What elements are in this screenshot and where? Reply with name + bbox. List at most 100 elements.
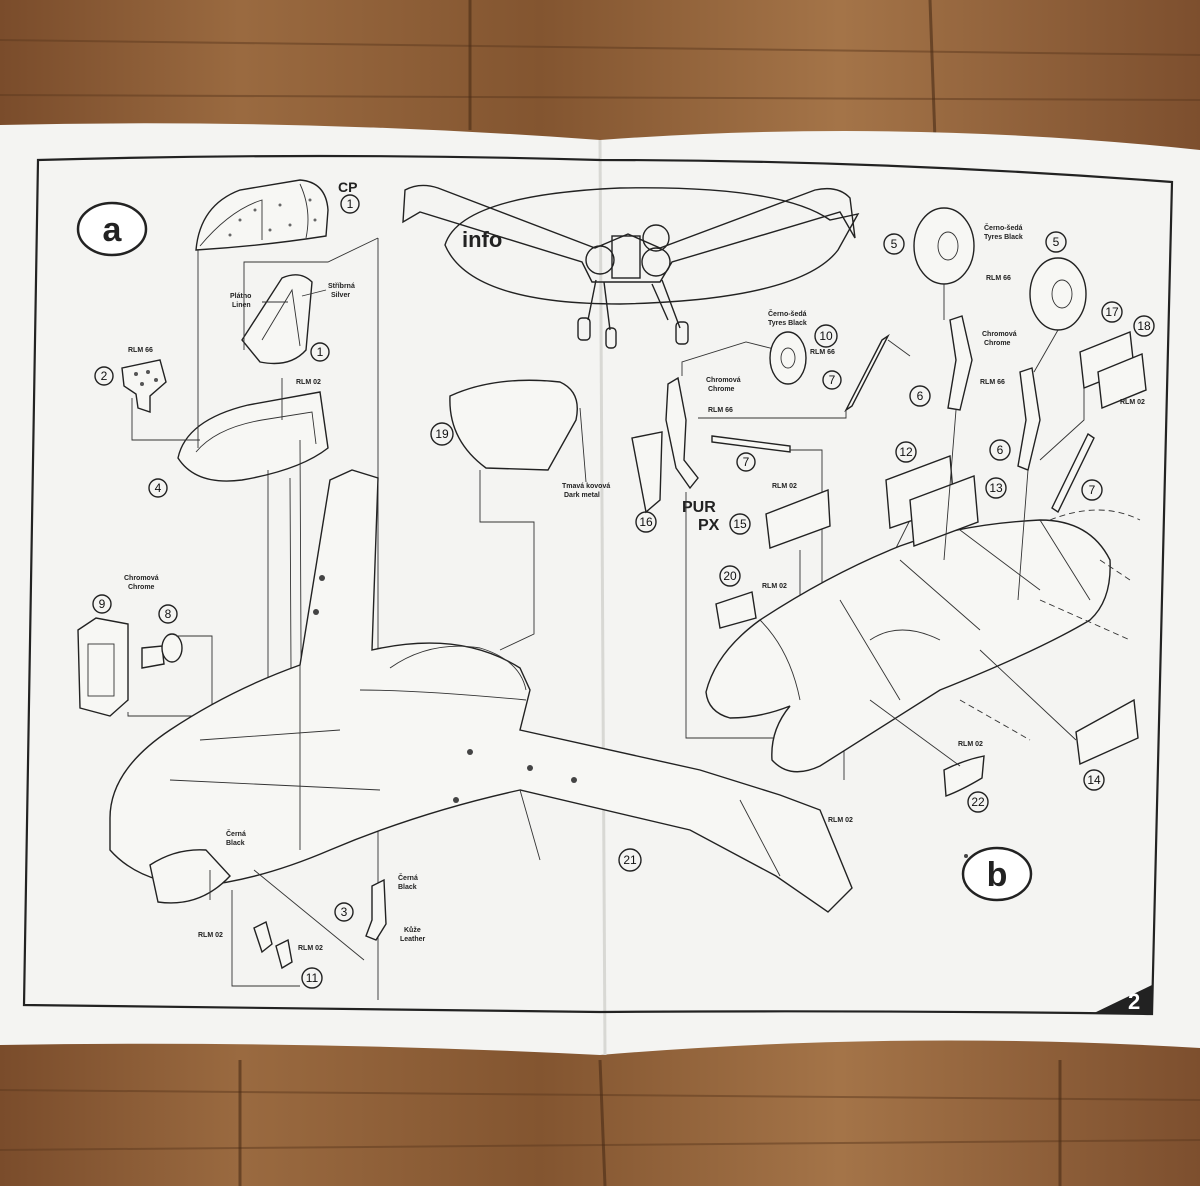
part-7-strut-top <box>844 333 890 413</box>
part-cp-canopy <box>195 179 329 251</box>
label-chromova-c: Chromová <box>982 331 1017 338</box>
label-chromova-b: Chromová <box>706 377 741 384</box>
step-a-label: a <box>103 211 123 249</box>
page-number: 2 <box>1128 989 1140 1014</box>
label-tmava: Tmavá kovová <box>562 483 610 490</box>
part-1-seat <box>241 274 313 365</box>
callout-14: 14 <box>1087 773 1101 787</box>
label-leather: Leather <box>400 936 426 943</box>
part-13-door <box>909 475 979 547</box>
callout-19-circle <box>430 422 454 446</box>
part-5-wheel-left <box>913 207 975 285</box>
label-cerno-seda-b: Černo-šedá <box>984 223 1023 232</box>
callout-12: 12 <box>899 445 913 459</box>
callout-2-circle <box>94 366 114 386</box>
callout-22: 22 <box>971 795 985 809</box>
callout-6a-circle <box>909 385 931 407</box>
callout-7b: 7 <box>743 455 750 469</box>
part-16-door <box>631 431 663 514</box>
callout-3-circle <box>334 902 354 922</box>
callout-20-circle <box>719 565 741 587</box>
callout-21-circle <box>618 848 642 872</box>
part-9-frame <box>77 617 129 717</box>
callout-10-circle <box>814 324 838 348</box>
page-corner <box>1092 985 1152 1014</box>
callout-7c: 7 <box>1089 483 1096 497</box>
callout-11: 11 <box>306 971 319 985</box>
callout-19: 19 <box>435 427 449 441</box>
part-5-wheel-right <box>1029 257 1087 331</box>
label-stribrna: Stříbrná <box>328 283 355 290</box>
step-b-badge <box>961 846 1033 902</box>
callout-6a: 6 <box>917 389 924 403</box>
callout-cp: CP <box>338 179 357 195</box>
callout-18-circle <box>1133 315 1155 337</box>
label-kuze: Kůže <box>404 926 421 934</box>
label-rlm02-e: RLM 02 <box>762 583 787 590</box>
callout-4: 4 <box>155 481 162 495</box>
part-4-cockpit-tub <box>177 391 329 482</box>
part-11-pedals <box>253 920 293 970</box>
callout-17: 17 <box>1105 305 1119 319</box>
step-b-label: b <box>987 856 1008 894</box>
part-3-control-stick <box>365 878 387 941</box>
paper-fold <box>598 139 607 1056</box>
info-bubble: info <box>402 184 860 349</box>
label-linen: Linen <box>232 302 251 309</box>
label-rlm66-b: RLM 66 <box>708 407 733 414</box>
part-6-gear-leg-left <box>947 315 973 411</box>
callout-2: 2 <box>101 369 108 383</box>
label-px: PX <box>698 517 720 534</box>
callout-7c-circle <box>1081 479 1103 501</box>
callout-7b-circle <box>736 452 756 472</box>
aircraft-fuselage-b <box>705 509 1141 773</box>
label-rlm02-g: RLM 02 <box>958 741 983 748</box>
callout-6b-circle <box>989 439 1011 461</box>
callout-7a: 7 <box>829 373 836 387</box>
callout-9-circle <box>92 594 112 614</box>
part-20-panel <box>715 591 757 629</box>
callout-17-circle <box>1101 301 1123 323</box>
callout-1-circle-top <box>340 194 360 214</box>
callout-3: 3 <box>341 905 348 919</box>
label-chrome-c: Chrome <box>984 340 1011 347</box>
callout-6b: 6 <box>997 443 1004 457</box>
label-cerna-b: Černá <box>398 873 418 882</box>
callout-4-circle <box>148 478 168 498</box>
part-main-gear-leg <box>665 376 699 490</box>
callout-22-circle <box>967 791 989 813</box>
part-19-hood <box>449 379 578 471</box>
callout-20: 20 <box>723 569 737 583</box>
label-pur: PUR <box>682 499 716 516</box>
part-2-panel <box>121 359 167 413</box>
label-chromova-a: Chromová <box>124 575 159 582</box>
callout-5b: 5 <box>1053 235 1060 249</box>
callout-12-circle <box>895 441 917 463</box>
label-dark-metal: Dark metal <box>564 492 600 499</box>
part-8-chrome-fitting <box>141 633 183 669</box>
callout-1-circle <box>310 342 330 362</box>
callout-18: 18 <box>1137 319 1151 333</box>
label-rlm02-f: RLM 02 <box>1120 399 1145 406</box>
callout-13-circle <box>985 477 1007 499</box>
part-10-wheel <box>769 331 807 385</box>
label-tyres-black-a: Tyres Black <box>768 320 807 327</box>
callout-1: 1 <box>317 345 324 359</box>
callout-21: 21 <box>623 853 637 867</box>
part-15-panel <box>765 488 831 549</box>
callout-8-circle <box>158 604 178 624</box>
label-rlm02-b: RLM 02 <box>198 932 223 939</box>
callout-9: 9 <box>99 597 106 611</box>
aircraft-front-view <box>402 184 856 349</box>
label-tyres-black-b: Tyres Black <box>984 234 1023 241</box>
label-rlm66-d: RLM 66 <box>986 275 1011 282</box>
label-rlm02-d: RLM 02 <box>772 483 797 490</box>
callout-16-circle <box>635 511 657 533</box>
label-black-b: Black <box>398 884 417 891</box>
label-chrome-b: Chrome <box>708 386 735 393</box>
part-14-panel <box>1075 698 1139 766</box>
label-chrome-a: Chrome <box>128 584 155 591</box>
callout-11-circle <box>301 967 323 989</box>
label-rlm66-c: RLM 66 <box>810 349 835 356</box>
